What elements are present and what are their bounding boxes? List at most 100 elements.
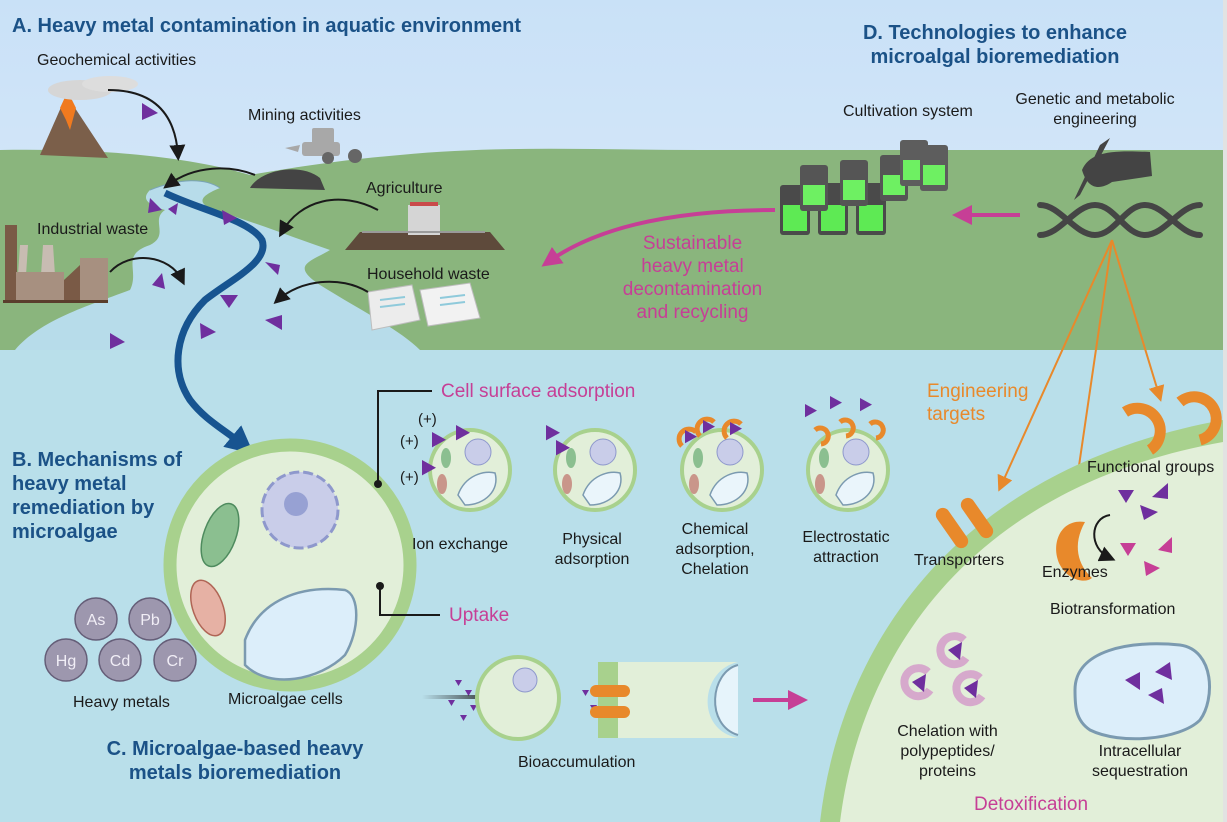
section-d-title: D. Technologies to enhance microalgal bi…	[840, 21, 1150, 69]
metal-ion	[448, 700, 455, 706]
cell-ion-exchange	[428, 428, 512, 512]
label-line: Chelation	[681, 561, 749, 578]
section-d-title-line: microalgal bioremediation	[870, 46, 1120, 68]
volcano-icon	[40, 76, 138, 158]
label-chemical-adsorption: Chemical adsorption, Chelation	[660, 520, 770, 580]
section-b-title-line: B. Mechanisms of	[12, 449, 183, 471]
arrow-target-enzymes	[1067, 239, 1113, 504]
tractor-sprayer-icon	[345, 202, 505, 250]
uptake-connector	[379, 586, 440, 616]
section-c-title: C. Microalgae-based heavy metals bioreme…	[90, 737, 380, 785]
charge-label: (+)	[400, 469, 419, 486]
label-line: Chemical	[681, 521, 749, 538]
arrow-target-transporters	[997, 239, 1113, 492]
label-household: Household waste	[367, 266, 490, 283]
label-line: Chelation with	[897, 723, 998, 740]
functional-group	[813, 425, 831, 447]
cell-physical-adsorption	[553, 428, 637, 512]
surface-adsorption-connector	[377, 390, 432, 484]
metal-ion	[465, 690, 472, 696]
label-line: heavy metal	[641, 256, 744, 277]
metal-ion	[432, 432, 446, 448]
section-b-title-line: microalgae	[12, 521, 118, 543]
arrow-industrial	[109, 257, 185, 286]
label-line: Intracellular	[1098, 743, 1182, 760]
arrow-agriculture	[279, 198, 379, 238]
metal-ion	[703, 420, 715, 434]
charge-label: (+)	[400, 433, 419, 450]
arrow-sustainable-recycling	[541, 208, 776, 267]
section-b-title-line: heavy metal	[12, 473, 127, 495]
charge-label: (+)	[418, 411, 437, 428]
arrow-mining	[163, 167, 256, 189]
section-c-title-line: C. Microalgae-based heavy	[106, 738, 364, 760]
label-line: sequestration	[1091, 763, 1189, 780]
label-intracellular-sequestration: Intracellular sequestration	[1080, 742, 1200, 782]
label-ion-exchange: Ion exchange	[411, 536, 509, 553]
heavy-metal-cluster: As Pb Hg Cd Cr	[44, 597, 197, 682]
mining-icon	[250, 128, 362, 190]
label-heavy-metals: Heavy metals	[73, 694, 170, 711]
heavy-metal-particles	[110, 103, 282, 349]
label-line: proteins	[919, 763, 976, 780]
label-transporters: Transporters	[914, 552, 1005, 569]
arrow-geochemical	[107, 89, 186, 161]
label-detoxification: Detoxification	[974, 794, 1089, 815]
bioaccumulation-illustration	[422, 655, 739, 741]
label-agriculture: Agriculture	[366, 180, 443, 197]
right-edge-strip	[1223, 0, 1227, 822]
metal-cd: Cd	[110, 653, 130, 670]
cell-chemical-adsorption	[680, 428, 764, 512]
label-geochemical: Geochemical activities	[37, 52, 197, 69]
detox-cell-section	[820, 391, 1223, 822]
factory-icon	[3, 225, 108, 303]
functional-group	[838, 417, 856, 439]
river-channel	[163, 189, 267, 454]
label-line: targets	[927, 404, 986, 425]
functional-group	[676, 426, 698, 448]
connector-dot	[374, 480, 382, 488]
label-mining: Mining activities	[248, 107, 361, 124]
metal-ion	[460, 715, 467, 721]
metal-ion	[556, 440, 570, 456]
river-bank	[149, 180, 221, 191]
dna-icon	[1037, 201, 1203, 239]
label-line: and recycling	[636, 302, 749, 323]
bioreactor-array-icon	[780, 140, 948, 235]
label-line: adsorption,	[675, 541, 755, 558]
label-line: Engineering	[927, 381, 1029, 402]
arrow-household	[273, 280, 369, 305]
functional-group	[868, 419, 886, 441]
functional-group	[694, 416, 716, 438]
mechanism-cells	[422, 396, 890, 721]
section-d-title-line: D. Technologies to enhance	[862, 22, 1128, 44]
label-line: attraction	[813, 549, 879, 566]
label-line: adsorption	[554, 551, 630, 568]
label-line: decontamination	[622, 279, 763, 300]
functional-group	[721, 418, 743, 440]
metal-ion	[582, 690, 589, 696]
cell-electrostatic-attraction	[806, 428, 890, 512]
metal-ion	[456, 425, 470, 441]
metal-ion	[470, 705, 477, 711]
section-a-title: A. Heavy metal contamination in aquatic …	[12, 15, 522, 37]
label-sustainable-recycling: Sustainable heavy metal decontamination …	[610, 232, 775, 324]
section-b-title-line: remediation by	[12, 497, 155, 519]
metal-hg: Hg	[56, 653, 76, 670]
metal-cr: Cr	[167, 653, 185, 670]
metal-ion	[422, 460, 436, 476]
metal-ion	[546, 425, 560, 441]
metal-ion	[685, 430, 697, 444]
label-line: engineering	[1053, 111, 1137, 128]
metal-ion	[805, 404, 817, 418]
label-microalgae-cells: Microalgae cells	[228, 691, 343, 708]
microalgae-cell-large	[163, 438, 417, 692]
metal-ion	[860, 398, 872, 412]
section-b-title: B. Mechanisms of heavy metal remediation…	[12, 448, 182, 544]
label-physical-adsorption: Physical adsorption	[537, 530, 647, 570]
label-chelation-proteins: Chelation with polypeptides/ proteins	[880, 722, 1015, 782]
label-cell-surface-adsorption: Cell surface adsorption	[441, 381, 636, 402]
metal-pb: Pb	[140, 612, 160, 629]
label-line: Sustainable	[642, 233, 743, 254]
